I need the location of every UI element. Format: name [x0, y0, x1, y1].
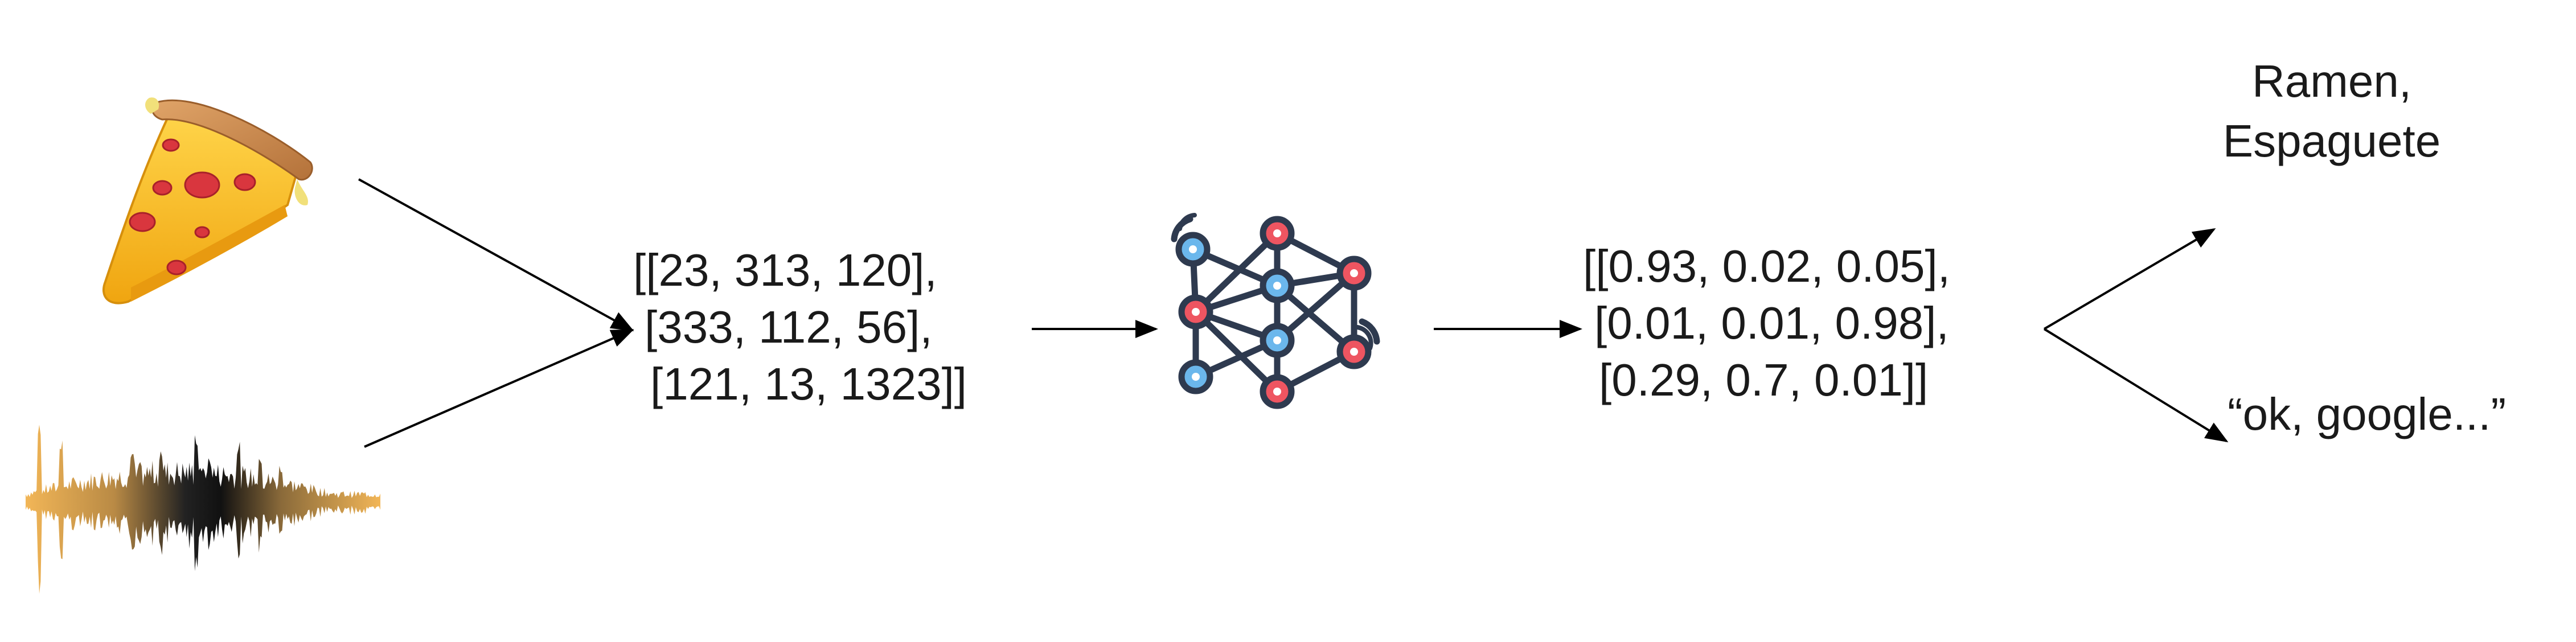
arrow-pizza-to-input-matrix: [358, 178, 634, 331]
output-matrix: [[0.93, 0.02, 0.05], [0.01, 0.01, 0.98],…: [1583, 241, 1950, 405]
output-matrix-row-1: [[0.93, 0.02, 0.05],: [1583, 241, 1950, 291]
arrow-audio-to-input-matrix: [364, 329, 634, 448]
food-label-line-1: Ramen,: [2252, 56, 2411, 106]
food-label-line-2: Espaguete: [2223, 116, 2441, 166]
arrow-output-to-speech-label: [2043, 328, 2229, 443]
input-matrix-row-3: [121, 13, 1323]]: [650, 359, 967, 409]
arrow-output-to-food-label: [2043, 228, 2216, 330]
neural-network-icon: [1171, 213, 1380, 409]
audio-waveform-icon: [26, 425, 380, 594]
output-matrix-row-3: [0.29, 0.7, 0.01]]: [1599, 355, 1928, 405]
output-matrix-row-2: [0.01, 0.01, 0.98],: [1594, 298, 1949, 348]
speech-prediction-label: “ok, google...”: [2228, 389, 2506, 439]
input-matrix-row-1: [[23, 313, 120],: [633, 245, 937, 295]
pizza-slice-icon: [102, 97, 313, 304]
input-matrix-row-2: [333, 112, 56],: [645, 302, 933, 352]
input-matrix: [[23, 313, 120], [333, 112, 56], [121, 1…: [633, 245, 967, 409]
food-prediction-label: Ramen, Espaguete: [2223, 56, 2441, 166]
